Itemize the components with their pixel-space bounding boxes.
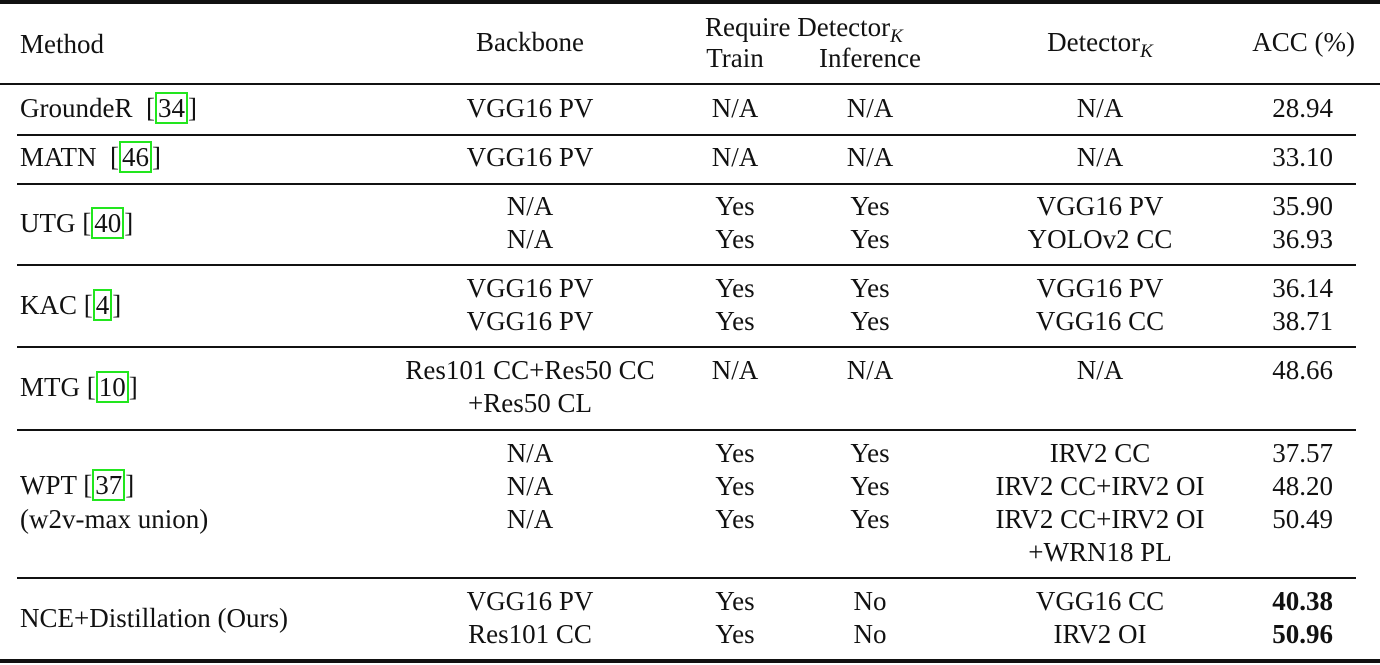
train-cell: N/A <box>711 142 759 172</box>
row-separator <box>17 183 1356 185</box>
acc-cell: 36.14 <box>1272 273 1333 303</box>
backbone-cell: N/A <box>506 438 554 468</box>
acc-cell-best: 50.96 <box>1272 619 1333 649</box>
backbone-cell: VGG16 PV <box>466 273 594 303</box>
detector-cell: N/A <box>1076 142 1124 172</box>
acc-cell: 35.90 <box>1272 191 1333 221</box>
method-name: NCE+Distillation (Ours) <box>20 603 288 633</box>
method-name: KAC [4] <box>20 289 122 321</box>
citation-link[interactable]: 10 <box>95 371 129 403</box>
inference-cell: Yes <box>850 224 890 254</box>
acc-cell: 50.49 <box>1272 504 1333 534</box>
row-separator <box>17 264 1356 266</box>
inference-cell: N/A <box>846 93 894 123</box>
train-cell: N/A <box>711 355 759 385</box>
train-cell: Yes <box>715 586 755 616</box>
top-rule <box>0 0 1380 4</box>
acc-cell: 36.93 <box>1272 224 1333 254</box>
row-separator <box>17 346 1356 348</box>
backbone-cell: VGG16 PV <box>466 586 594 616</box>
citation-link[interactable]: 37 <box>92 469 126 501</box>
train-cell: Yes <box>715 224 755 254</box>
header-inference: Inference <box>819 43 921 73</box>
train-cell: Yes <box>715 191 755 221</box>
header-method: Method <box>20 29 104 59</box>
header-backbone: Backbone <box>476 27 584 57</box>
inference-cell: No <box>853 586 887 616</box>
detector-cell: VGG16 CC <box>1035 306 1165 336</box>
bottom-rule <box>0 659 1380 663</box>
acc-cell: 38.71 <box>1272 306 1333 336</box>
inference-cell: No <box>853 619 887 649</box>
backbone-cell: +Res50 CL <box>468 388 592 418</box>
backbone-cell: N/A <box>506 224 554 254</box>
backbone-cell: Res101 CC <box>468 619 592 649</box>
train-cell: Yes <box>715 438 755 468</box>
citation-link[interactable]: 46 <box>119 141 153 173</box>
detector-cell: YOLOv2 CC <box>1027 224 1173 254</box>
method-subtitle: (w2v-max union) <box>20 504 209 534</box>
train-cell: Yes <box>715 504 755 534</box>
detector-cell: IRV2 CC+IRV2 OI <box>995 504 1205 534</box>
train-cell: Yes <box>715 471 755 501</box>
inference-cell: Yes <box>850 504 890 534</box>
citation-link[interactable]: 4 <box>92 289 113 321</box>
train-cell: Yes <box>715 619 755 649</box>
acc-cell: 28.94 <box>1272 93 1333 123</box>
backbone-cell: VGG16 PV <box>466 142 594 172</box>
inference-cell: N/A <box>846 142 894 172</box>
acc-cell: 33.10 <box>1272 142 1333 172</box>
acc-cell: 37.57 <box>1272 438 1333 468</box>
train-cell: Yes <box>715 306 755 336</box>
method-name: MATN [46] <box>20 141 162 173</box>
inference-cell: Yes <box>850 438 890 468</box>
backbone-cell: Res101 CC+Res50 CC <box>405 355 655 385</box>
citation-link[interactable]: 40 <box>91 207 125 239</box>
acc-cell-best: 40.38 <box>1272 586 1333 616</box>
detector-cell: VGG16 PV <box>1036 273 1164 303</box>
method-name: GroundeR [34] <box>20 92 197 124</box>
detector-cell: IRV2 CC+IRV2 OI <box>995 471 1205 501</box>
inference-cell: Yes <box>850 471 890 501</box>
inference-cell: Yes <box>850 306 890 336</box>
method-name: WPT [37] <box>20 469 135 501</box>
header-acc: ACC (%) <box>1252 27 1355 57</box>
backbone-cell: N/A <box>506 504 554 534</box>
acc-cell: 48.20 <box>1272 471 1333 501</box>
detector-cell: VGG16 PV <box>1036 191 1164 221</box>
inference-cell: Yes <box>850 273 890 303</box>
row-separator <box>17 429 1356 431</box>
row-separator <box>17 134 1356 136</box>
header-require-detector: Require DetectorK <box>705 12 903 47</box>
detector-cell: N/A <box>1076 355 1124 385</box>
method-name: UTG [40] <box>20 207 134 239</box>
train-cell: Yes <box>715 273 755 303</box>
backbone-cell: VGG16 PV <box>466 93 594 123</box>
method-name: MTG [10] <box>20 371 138 403</box>
backbone-cell: N/A <box>506 191 554 221</box>
train-cell: N/A <box>711 93 759 123</box>
detector-cell: VGG16 CC <box>1035 586 1165 616</box>
header-detector: DetectorK <box>1047 27 1153 62</box>
detector-cell: N/A <box>1076 93 1124 123</box>
detector-cell: IRV2 OI <box>1053 619 1147 649</box>
inference-cell: Yes <box>850 191 890 221</box>
row-separator <box>17 577 1356 579</box>
backbone-cell: N/A <box>506 471 554 501</box>
citation-link[interactable]: 34 <box>154 92 188 124</box>
backbone-cell: VGG16 PV <box>466 306 594 336</box>
detector-cell: IRV2 CC <box>1049 438 1151 468</box>
detector-cell: +WRN18 PL <box>1028 537 1172 567</box>
inference-cell: N/A <box>846 355 894 385</box>
acc-cell: 48.66 <box>1272 355 1333 385</box>
header-train: Train <box>706 43 764 73</box>
header-rule <box>0 83 1380 85</box>
